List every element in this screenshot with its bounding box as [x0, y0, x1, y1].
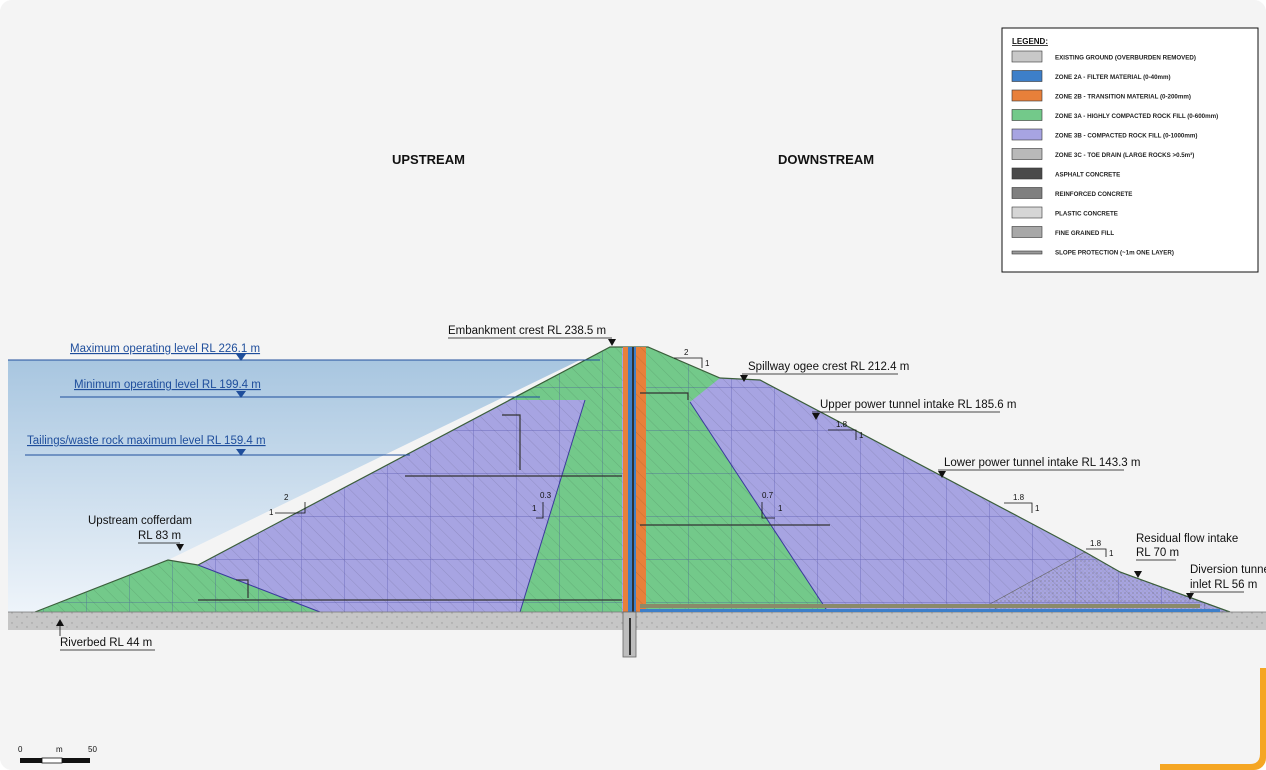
slope-dn-1a: 1: [859, 431, 864, 440]
downstream-drain-layer: [640, 604, 1200, 608]
legend-item-label-3: ZONE 3A - HIGHLY COMPACTED ROCK FILL (0-…: [1055, 113, 1218, 120]
legend-swatch-6: [1011, 167, 1043, 180]
riverbed-marker: [56, 619, 64, 626]
transition-hatch: [636, 347, 646, 615]
lower-tunnel-marker: [938, 471, 946, 478]
legend-box: [1001, 27, 1259, 273]
tailings-level-marker: [236, 449, 246, 456]
residual-intake-label-line1: Residual flow intake: [1136, 533, 1238, 545]
existing-ground: [8, 612, 1266, 630]
crest-label: Embankment crest RL 238.5 m: [448, 325, 606, 337]
legend-swatch-3: [1011, 109, 1043, 121]
spillway-label: Spillway ogee crest RL 212.4 m: [748, 361, 909, 373]
legend-swatch-4: [1011, 128, 1043, 141]
slope-dn-18b: 1.8: [1013, 493, 1025, 502]
cofferdam-marker: [176, 544, 184, 551]
legend-item-label-1: ZONE 2A - FILTER MATERIAL (0-40mm): [1055, 74, 1171, 81]
slope-dn-1b: 1: [1035, 504, 1040, 513]
legend-items: EXISTING GROUND (OVERBURDEN REMOVED) ZONE…: [1011, 50, 1218, 257]
legend-item-label-10: SLOPE PROTECTION (~1m ONE LAYER): [1055, 250, 1174, 257]
cofferdam-label-line2: RL 83 m: [138, 530, 181, 542]
slope-toe-18: 1.8: [1090, 539, 1102, 548]
legend-item-label-9: FINE GRAINED FILL: [1055, 230, 1114, 237]
scale-bar: 0 m 50: [18, 745, 97, 764]
cofferdam-label-line1: Upstream cofferdam: [88, 515, 192, 527]
slope-indicator-upstream: [275, 502, 306, 514]
spillway-marker: [740, 375, 748, 382]
upstream-heading: UPSTREAM: [392, 152, 465, 167]
slope-indicator-downstream-lower: [1004, 502, 1033, 513]
tailings-level-label: Tailings/waste rock maximum level RL 159…: [27, 435, 266, 447]
cofferdam-outline: [197, 564, 321, 613]
residual-intake-marker: [1134, 571, 1142, 578]
max-operating-level-label: Maximum operating level RL 226.1 m: [70, 343, 260, 355]
slope-indicator-core-downstream: [761, 502, 775, 519]
legend-swatch-5: [1011, 148, 1043, 160]
legend-item-label-5: ZONE 3C - TOE DRAIN (LARGE ROCKS >0.5m³): [1055, 152, 1194, 159]
filter-column-upstream: [623, 347, 628, 615]
slope-indicator-toe: [1086, 548, 1107, 557]
legend-swatch-2: [1011, 89, 1043, 102]
scale-max: 50: [88, 745, 97, 754]
downstream-heading: DOWNSTREAM: [778, 152, 874, 167]
diversion-label-line2: inlet RL 56 m: [1190, 579, 1257, 591]
crest-marker: [608, 339, 616, 346]
diversion-marker: [1186, 593, 1194, 600]
slope-core-dn-side: 1: [778, 504, 783, 513]
core-upstream-edge: [519, 399, 586, 613]
reservoir-water: [8, 360, 580, 612]
scale-unit: m: [56, 745, 63, 754]
scale-zero: 0: [18, 745, 23, 754]
legend: LEGEND: EXISTING GROUND (OVERBURDEN REMO…: [1001, 27, 1259, 273]
legend-swatch-0: [1011, 50, 1043, 63]
slope-dn-18a: 1.8: [836, 420, 848, 429]
upper-tunnel-marker: [812, 413, 820, 420]
slope-toe-1: 1: [1109, 549, 1114, 558]
downstream-filter-layer: [640, 609, 1220, 612]
upper-tunnel-label: Upper power tunnel intake RL 185.6 m: [820, 399, 1016, 411]
max-level-marker: [236, 354, 246, 361]
legend-swatch-8: [1011, 206, 1043, 219]
slope-indicator-core-upstream: [536, 502, 544, 519]
dam-outline: [34, 346, 1231, 613]
slope-core-up-side: 1: [532, 504, 537, 513]
legend-swatch-7: [1011, 187, 1043, 199]
core-downstream-edge: [689, 401, 829, 613]
slope-core-up-top: 0.3: [540, 491, 552, 500]
diversion-label-line1: Diversion tunnel: [1190, 564, 1266, 576]
min-level-marker: [236, 391, 246, 398]
legend-swatch-1: [1011, 70, 1043, 82]
min-operating-level-label: Minimum operating level RL 199.4 m: [74, 379, 261, 391]
slope-upstream-2: 2: [284, 493, 289, 502]
slope-core-dn-top: 0.7: [762, 491, 774, 500]
slope-indicator-crest: [674, 357, 703, 368]
slope-upstream-1: 1: [269, 508, 274, 517]
residual-intake-label-line2: RL 70 m: [1136, 547, 1179, 559]
legend-title: LEGEND:: [1012, 37, 1048, 46]
legend-item-label-4: ZONE 3B - COMPACTED ROCK FILL (0-1000mm): [1055, 133, 1197, 140]
legend-item-label-2: ZONE 2B - TRANSITION MATERIAL (0-200mm): [1055, 94, 1191, 101]
legend-swatch-9: [1011, 226, 1043, 238]
legend-item-label-6: ASPHALT CONCRETE: [1055, 172, 1120, 179]
lower-tunnel-label: Lower power tunnel intake RL 143.3 m: [944, 457, 1140, 469]
slope-crest-1: 1: [705, 359, 710, 368]
asphalt-core: [632, 347, 634, 615]
legend-item-label-8: PLASTIC CONCRETE: [1055, 211, 1118, 218]
legend-item-label-0: EXISTING GROUND (OVERBURDEN REMOVED): [1055, 55, 1196, 62]
tunnels: [198, 392, 830, 601]
legend-swatch-10: [1011, 250, 1043, 255]
riverbed-label: Riverbed RL 44 m: [60, 637, 152, 649]
slope-crest-2: 2: [684, 348, 689, 357]
slope-indicator-downstream-upper: [828, 429, 857, 440]
legend-item-label-7: REINFORCED CONCRETE: [1055, 191, 1132, 198]
